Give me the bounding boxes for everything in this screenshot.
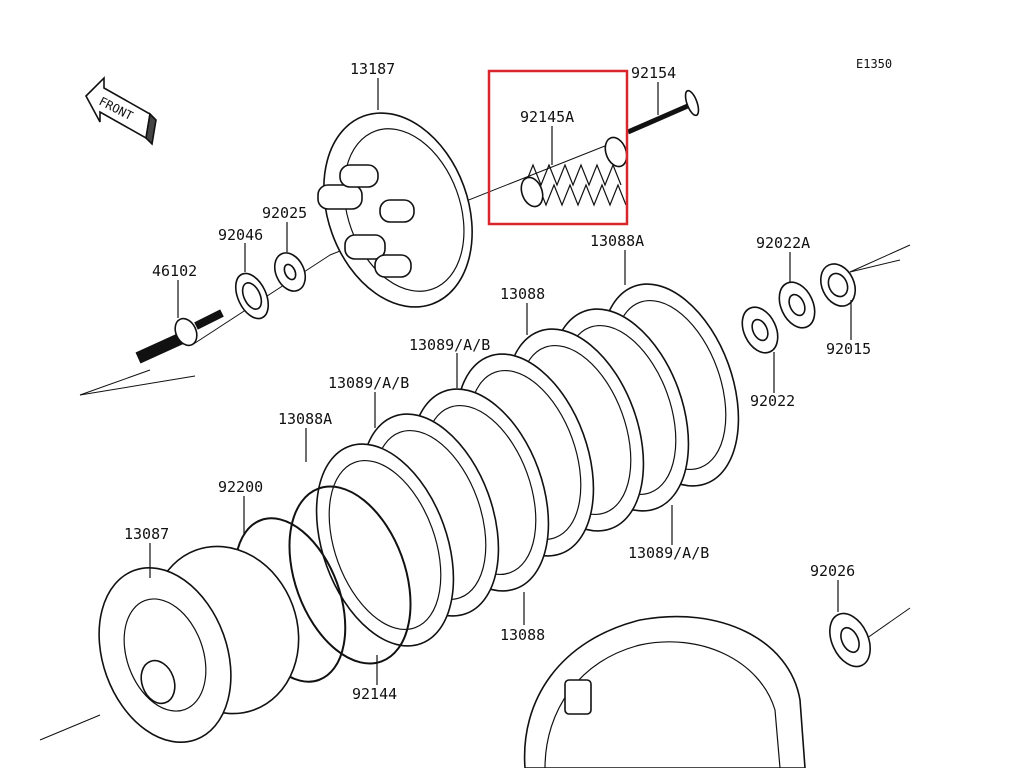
washer-92026[interactable] xyxy=(822,607,878,673)
part-label-13089-2: 13089/A/B xyxy=(328,374,409,392)
part-label-92026: 92026 xyxy=(810,562,855,580)
axis-line xyxy=(849,244,911,273)
washer-92022A[interactable] xyxy=(772,276,821,333)
bearing[interactable] xyxy=(229,268,275,323)
part-label-13087: 13087 xyxy=(124,525,169,543)
part-label-92144: 92144 xyxy=(352,685,397,703)
part-label-92200: 92200 xyxy=(218,478,263,496)
axis-line xyxy=(79,369,151,396)
part-label-92154: 92154 xyxy=(631,64,676,82)
friction-plate-13088A-low[interactable] xyxy=(291,425,479,665)
diagram-code: E1350 xyxy=(856,57,892,71)
front-arrow: FRONT xyxy=(85,76,157,146)
part-label-13089-3: 13089/A/B xyxy=(628,544,709,562)
axis-line xyxy=(79,375,196,396)
part-label-13088-low: 13088 xyxy=(500,626,545,644)
part-label-92046: 92046 xyxy=(218,226,263,244)
part-label-13088A-low: 13088A xyxy=(278,410,332,428)
highlight-box xyxy=(487,69,629,226)
part-label-13088A-top: 13088A xyxy=(590,232,644,250)
part-label-92015: 92015 xyxy=(826,340,871,358)
part-label-13089-1: 13089/A/B xyxy=(409,336,490,354)
axis-line xyxy=(39,714,101,741)
washer-92022[interactable] xyxy=(735,301,784,358)
ring-92144[interactable] xyxy=(267,470,433,681)
clutch-housing[interactable] xyxy=(523,615,806,768)
part-label-13187: 13187 xyxy=(350,60,395,78)
part-labels: 13187 92154 92145A 92025 92046 46102 130… xyxy=(124,60,871,703)
part-label-92145A: 92145A xyxy=(520,108,574,126)
push-rod[interactable] xyxy=(135,309,224,364)
part-label-13088-top: 13088 xyxy=(500,285,545,303)
clutch-spring[interactable] xyxy=(517,134,630,209)
axis-line xyxy=(849,259,901,273)
part-label-92022: 92022 xyxy=(750,392,795,410)
part-label-92022A: 92022A xyxy=(756,234,810,252)
leader-lines xyxy=(149,78,852,685)
pressure-plate[interactable] xyxy=(298,92,498,328)
bolt[interactable] xyxy=(627,89,701,135)
washer-92025[interactable] xyxy=(269,248,311,296)
clutch-hub[interactable] xyxy=(76,526,322,761)
nut-92015[interactable] xyxy=(814,258,862,311)
part-label-92025: 92025 xyxy=(262,204,307,222)
part-label-46102: 46102 xyxy=(152,262,197,280)
